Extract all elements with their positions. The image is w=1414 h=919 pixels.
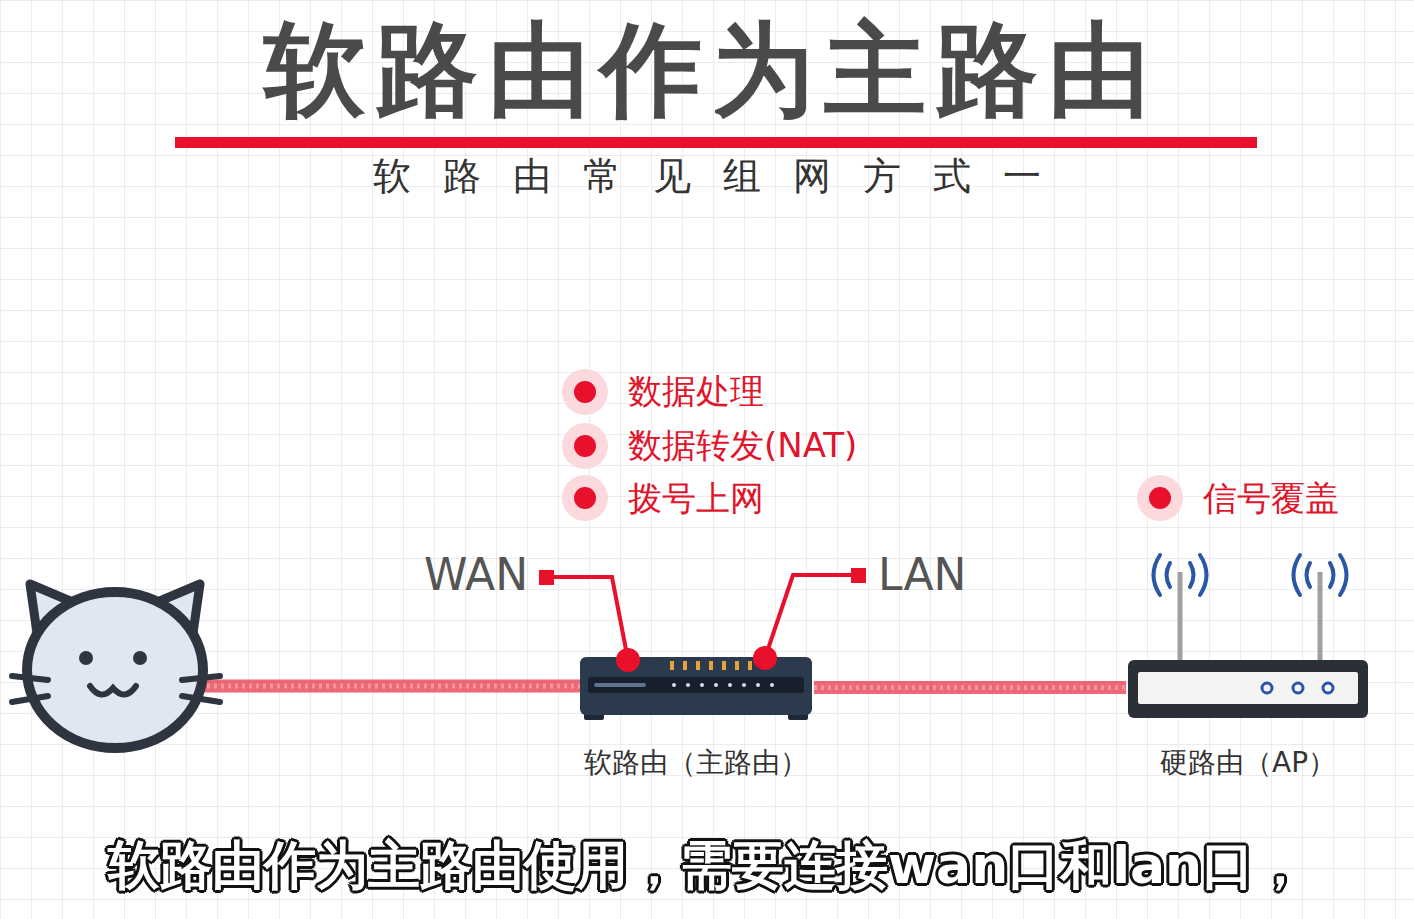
- function-label: 数据处理: [628, 371, 764, 412]
- hard-router-device: 硬路由（AP）: [1126, 658, 1370, 720]
- port-leaders: [539, 568, 866, 660]
- title-underline: [175, 137, 1257, 148]
- device-label: 硬路由（AP）: [1160, 744, 1336, 782]
- network-cable: [814, 687, 1126, 688]
- antennas: [1154, 555, 1347, 660]
- function-label: 信号覆盖: [1203, 478, 1339, 519]
- subtitle-caption: 软路由作为主路由使用，需要连接wan口和lan口，: [108, 834, 1306, 896]
- cat-modem-icon: [12, 584, 220, 748]
- soft-router-device: 软路由（主路由）: [578, 648, 814, 724]
- function-label: 数据转发(NAT): [628, 425, 857, 466]
- function-label: 拨号上网: [628, 478, 764, 519]
- port-label: WAN: [424, 549, 528, 602]
- bullet-dots: [562, 369, 1183, 521]
- device-shape: [578, 648, 814, 724]
- cable: [200, 686, 580, 687]
- subtitle: 软路由常见组网方式一: [373, 154, 1073, 200]
- device-label: 软路由（主路由）: [584, 744, 808, 782]
- port-label: LAN: [878, 549, 967, 602]
- title: 软路由作为主路由: [264, 14, 1160, 126]
- device-shape: [1126, 658, 1370, 720]
